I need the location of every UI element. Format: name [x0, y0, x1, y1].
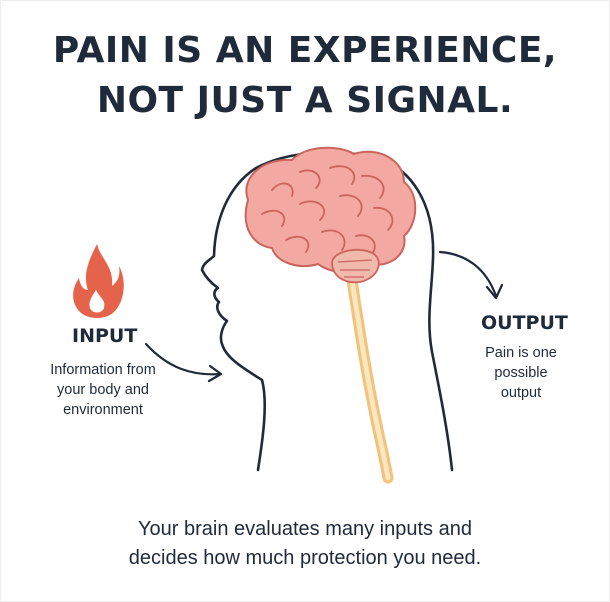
- head-outline: [200, 151, 454, 472]
- output-text-line: output: [500, 385, 542, 401]
- caption-line-2: decides how much protection you need.: [128, 547, 482, 569]
- brain-icon: [244, 146, 417, 284]
- title-line-2: NOT JUST A SIGNAL.: [96, 80, 514, 121]
- output-description: Pain is one possible output: [466, 343, 576, 403]
- flame-icon: [73, 244, 124, 318]
- spinal-cord-highlight: [349, 277, 391, 481]
- output-heading: OUTPUT: [481, 312, 568, 334]
- input-description: Information from your body and environme…: [38, 360, 168, 420]
- input-text-line: environment: [63, 402, 143, 418]
- input-heading: INPUT: [72, 325, 138, 347]
- caption-line-1: Your brain evaluates many inputs and: [138, 518, 472, 540]
- title-line-1: PAIN IS AN EXPERIENCE,: [52, 30, 558, 71]
- output-text-line: possible: [494, 365, 548, 381]
- output-arrow: [438, 250, 504, 300]
- input-text-line: Information from: [50, 362, 156, 378]
- output-text-line: Pain is one: [485, 345, 557, 361]
- input-arrow: [144, 342, 223, 383]
- input-text-line: your body and: [57, 382, 149, 398]
